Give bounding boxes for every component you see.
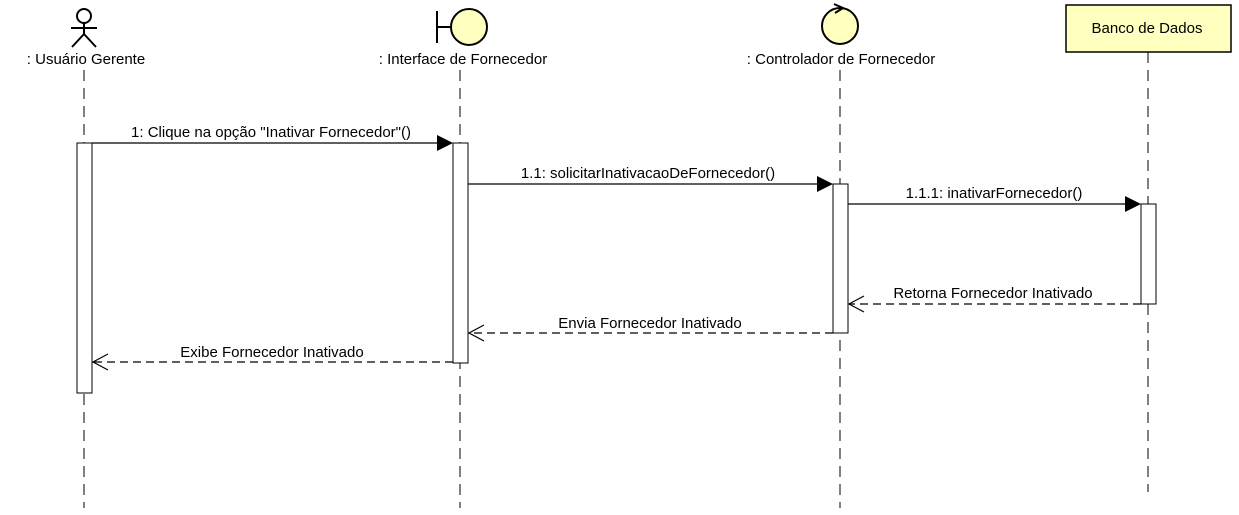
return-retorna-label: Retorna Fornecedor Inativado bbox=[893, 285, 1092, 302]
message-1 bbox=[92, 135, 453, 151]
message-1-1 bbox=[468, 176, 833, 192]
activation-bar-banco bbox=[1140, 203, 1157, 305]
actor-icon bbox=[71, 8, 97, 48]
message-1-label: 1: Clique na opção "Inativar Fornecedor"… bbox=[131, 124, 411, 141]
banco-de-dados-box bbox=[1065, 4, 1232, 53]
return-envia-label: Envia Fornecedor Inativado bbox=[558, 315, 741, 332]
open-arrowhead bbox=[91, 353, 109, 371]
participant-label-banco: Banco de Dados bbox=[1092, 20, 1203, 37]
control-icon bbox=[821, 3, 859, 45]
message-1-1-label: 1.1: solicitarInativacaoDeFornecedor() bbox=[521, 165, 775, 182]
return-exibe-label: Exibe Fornecedor Inativado bbox=[180, 344, 363, 361]
filled-arrowhead bbox=[1125, 196, 1141, 212]
activation-bar-interface bbox=[452, 142, 469, 364]
message-1-1-1-label: 1.1.1: inativarFornecedor() bbox=[906, 185, 1083, 202]
activation-bar-controlador bbox=[832, 183, 849, 334]
filled-arrowhead bbox=[437, 135, 453, 151]
open-arrowhead bbox=[467, 324, 485, 342]
return-envia bbox=[467, 324, 833, 342]
participant-label-interface: : Interface de Fornecedor bbox=[379, 51, 547, 68]
boundary-icon bbox=[436, 8, 488, 46]
return-retorna bbox=[847, 295, 1141, 313]
message-1-1-1 bbox=[848, 196, 1141, 212]
filled-arrowhead bbox=[817, 176, 833, 192]
participant-label-usuario: : Usuário Gerente bbox=[27, 51, 145, 68]
open-arrowhead bbox=[847, 295, 865, 313]
participant-label-controlador: : Controlador de Fornecedor bbox=[747, 51, 935, 68]
return-exibe bbox=[91, 353, 453, 371]
activation-bar-usuario bbox=[76, 142, 93, 394]
